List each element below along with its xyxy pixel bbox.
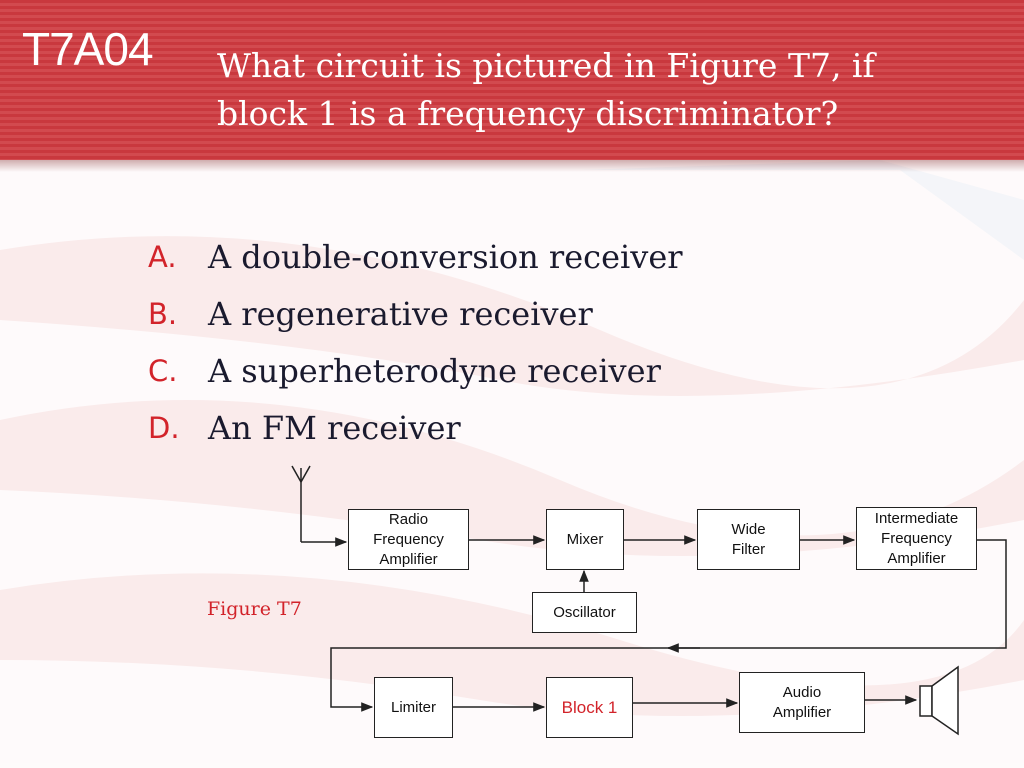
answer-letter: C.: [148, 353, 178, 388]
answer-a[interactable]: A. A double-conversion receiver: [148, 228, 683, 285]
figure-label: Figure T7: [207, 598, 302, 620]
block-1: Block 1: [546, 677, 633, 738]
speaker-icon: [919, 665, 959, 736]
answer-letter: D.: [148, 410, 180, 445]
limiter-label: Limiter: [390, 698, 436, 716]
antenna-icon: [291, 465, 311, 542]
mixer-block: Mixer: [546, 509, 624, 570]
answer-text: A double-conversion receiver: [208, 237, 683, 276]
answer-text: An FM receiver: [208, 408, 461, 447]
audio-amp-line1: Audio: [782, 683, 822, 701]
question-line-1: What circuit is pictured in Figure T7, i…: [217, 46, 875, 85]
oscillator-label: Oscillator: [553, 603, 616, 621]
limiter-block: Limiter: [374, 677, 453, 738]
title-band: T7A04 What circuit is pictured in Figure…: [0, 0, 1024, 160]
answer-letter: B.: [148, 296, 178, 331]
answer-text: A regenerative receiver: [208, 294, 593, 333]
wide-filter-block: Wide Filter: [697, 509, 800, 570]
rf-amp-line1: Radio: [388, 510, 429, 528]
answer-list: A. A double-conversion receiver B. A reg…: [148, 228, 683, 456]
answer-letter: A.: [148, 239, 177, 274]
if-amplifier-block: Intermediate Frequency Amplifier: [856, 507, 977, 570]
if-amp-line3: Amplifier: [887, 549, 946, 567]
title-band-shadow: [0, 160, 1024, 172]
wide-filter-line2: Filter: [731, 540, 766, 558]
rf-amp-line3: Amplifier: [379, 550, 438, 568]
answer-d[interactable]: D. An FM receiver: [148, 399, 683, 456]
wire-return-left: [330, 647, 668, 712]
audio-amplifier-block: Audio Amplifier: [739, 672, 865, 733]
wire-if-return: [668, 539, 1007, 649]
answer-text: A superheterodyne receiver: [208, 351, 661, 390]
rf-amp-line2: Frequency: [373, 530, 444, 548]
answer-b[interactable]: B. A regenerative receiver: [148, 285, 683, 342]
wide-filter-line1: Wide: [731, 520, 766, 538]
audio-amp-line2: Amplifier: [772, 703, 832, 721]
mixer-label: Mixer: [566, 530, 604, 548]
question-line-2: block 1 is a frequency discriminator?: [217, 94, 839, 133]
if-amp-line2: Frequency: [881, 529, 952, 547]
if-amp-line1: Intermediate: [874, 509, 959, 527]
block-1-label: Block 1: [561, 697, 618, 717]
oscillator-block: Oscillator: [532, 592, 637, 633]
rf-amplifier-block: Radio Frequency Amplifier: [348, 509, 469, 570]
answer-c[interactable]: C. A superheterodyne receiver: [148, 342, 683, 399]
question-text: What circuit is pictured in Figure T7, i…: [217, 42, 977, 138]
question-id: T7A04: [22, 23, 154, 75]
